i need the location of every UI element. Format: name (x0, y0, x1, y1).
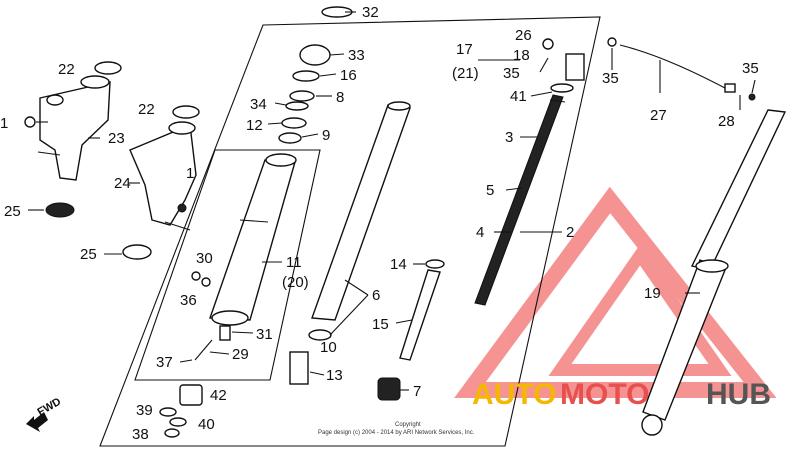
part-42 (179, 384, 203, 406)
callout-3: 3 (505, 129, 513, 146)
watermark-text: AUTO MOTO HUB (472, 378, 771, 411)
callout-39: 39 (136, 402, 153, 419)
fork-cap-part (539, 38, 585, 93)
callout-8: 8 (336, 89, 344, 106)
callout-11: 11 (286, 254, 302, 271)
rod-31 (219, 325, 231, 341)
callout-17: 17 (456, 41, 473, 58)
subassembly-boundary (134, 149, 321, 381)
callout-1a: 1 (0, 115, 8, 132)
fork-spring-part (474, 94, 566, 306)
copyright-text: Page design (c) 2004 - 2014 by ARI Netwo… (318, 430, 475, 436)
callout-32: 32 (362, 4, 379, 21)
callout-31: 31 (256, 326, 273, 343)
callout-35c: 35 (742, 60, 759, 77)
air-hose-part (607, 37, 756, 101)
callout-24: 24 (114, 175, 131, 192)
seal-22a (94, 61, 122, 75)
callout-19: 19 (644, 285, 661, 302)
callout-23: 23 (108, 130, 125, 147)
callout-4: 4 (476, 224, 484, 241)
bolt-36 (191, 271, 201, 281)
rod-37 (194, 339, 213, 361)
callout-38: 38 (132, 426, 149, 443)
callout-1b: 1 (186, 165, 194, 182)
callout-40: 40 (198, 416, 215, 433)
callout-37: 37 (156, 354, 173, 371)
callout-27: 27 (650, 107, 667, 124)
part-39 (159, 407, 177, 417)
callout-36: 36 (180, 292, 197, 309)
callout-25b: 25 (80, 246, 97, 263)
rebound-spring-part (377, 377, 401, 401)
callout-35b: 35 (602, 70, 619, 87)
callout-5: 5 (486, 182, 494, 199)
forward-direction-indicator: FWD (26, 396, 63, 432)
watermark-hub: HUB (706, 378, 771, 411)
callout-14: 14 (390, 256, 407, 273)
callout-41: 41 (510, 88, 527, 105)
callout-30: 30 (196, 250, 213, 267)
callout-6: 6 (372, 287, 380, 304)
watermark-auto: AUTO (472, 378, 556, 411)
callout-35a: 35 (503, 65, 520, 82)
callout-9: 9 (322, 127, 330, 144)
callout-18: 18 (513, 47, 530, 64)
bolt-1a (24, 116, 36, 128)
seal-22b (172, 105, 200, 119)
bottom-bridge-part (129, 121, 197, 231)
callout-20: (20) (282, 274, 309, 291)
callout-25a: 25 (4, 203, 21, 220)
callout-12: 12 (246, 117, 263, 134)
arrow-left-icon (26, 412, 48, 432)
top-bridge-part (37, 75, 111, 181)
callout-28: 28 (718, 113, 735, 130)
callout-13: 13 (326, 367, 343, 384)
callout-34: 34 (250, 96, 267, 113)
part-38 (164, 428, 180, 438)
fork-slider-part (209, 153, 297, 326)
callout-42: 42 (210, 387, 227, 404)
callout-2: 2 (566, 224, 574, 241)
callout-7: 7 (413, 383, 421, 400)
damper-pipe-part (399, 259, 445, 361)
bolt-30 (201, 277, 211, 287)
inner-tube-part (308, 101, 411, 341)
callout-33: 33 (348, 47, 365, 64)
callout-29: 29 (232, 346, 249, 363)
seal-25b (122, 244, 152, 260)
bushing-13 (289, 351, 309, 385)
fwd-label: FWD (36, 396, 64, 419)
cap-stack (278, 44, 331, 144)
callout-22b: 22 (138, 101, 155, 118)
leader-lines (28, 11, 756, 391)
watermark-moto: MOTO (560, 378, 649, 411)
callout-10: 10 (320, 339, 337, 356)
seal-25a (45, 202, 75, 218)
bolt-1b (177, 203, 187, 213)
copyright-title: Copyright (395, 422, 421, 428)
callout-26: 26 (515, 27, 532, 44)
assembly-boundary (99, 16, 601, 447)
callout-16: 16 (340, 67, 357, 84)
right-fork-leg-part (641, 109, 787, 436)
callout-21: (21) (452, 65, 479, 82)
callout-22a: 22 (58, 61, 75, 78)
part-40 (169, 417, 187, 427)
callout-15: 15 (372, 316, 389, 333)
